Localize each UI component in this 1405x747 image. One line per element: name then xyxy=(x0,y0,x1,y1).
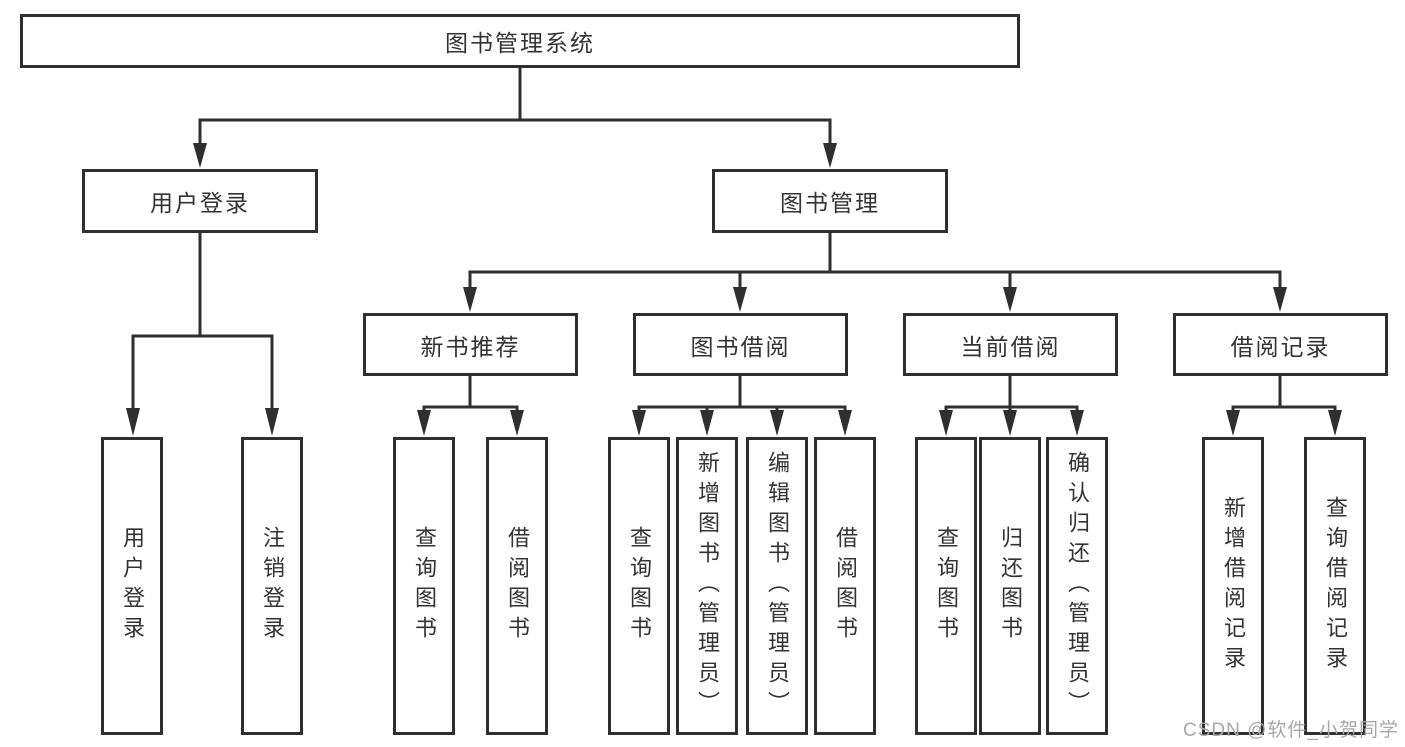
node-current-borrowing: 当前借阅 xyxy=(903,313,1118,376)
leaf-records-add-record: 新增借阅记录 xyxy=(1202,437,1264,735)
leaf-newbooks-query-books: 查询图书 xyxy=(393,437,455,735)
leaf-newbooks-borrow-books: 借阅图书 xyxy=(486,437,548,735)
leaf-current-return-books: 归还图书 xyxy=(979,437,1041,735)
leaf-borrowing-add-books-admin: 新增图书（管理员） xyxy=(676,437,738,735)
node-borrowing-records: 借阅记录 xyxy=(1173,313,1388,376)
leaf-user-login: 用户登录 xyxy=(101,437,163,735)
leaf-records-query-record: 查询借阅记录 xyxy=(1304,437,1366,735)
leaf-current-query-books: 查询图书 xyxy=(915,437,977,735)
leaf-current-confirm-return-admin: 确认归还（管理员） xyxy=(1046,437,1108,735)
node-root: 图书管理系统 xyxy=(20,14,1020,68)
leaf-borrowing-edit-books-admin: 编辑图书（管理员） xyxy=(746,437,808,735)
node-book-borrowing: 图书借阅 xyxy=(633,313,848,376)
leaf-borrowing-borrow-books: 借阅图书 xyxy=(814,437,876,735)
node-new-book-recommend: 新书推荐 xyxy=(363,313,578,376)
node-user-login: 用户登录 xyxy=(82,169,318,233)
node-book-management: 图书管理 xyxy=(712,169,948,233)
csdn-watermark: CSDN @软件_小贺同学 xyxy=(1183,720,1399,741)
leaf-logout: 注销登录 xyxy=(241,437,303,735)
leaf-borrowing-query-books: 查询图书 xyxy=(608,437,670,735)
